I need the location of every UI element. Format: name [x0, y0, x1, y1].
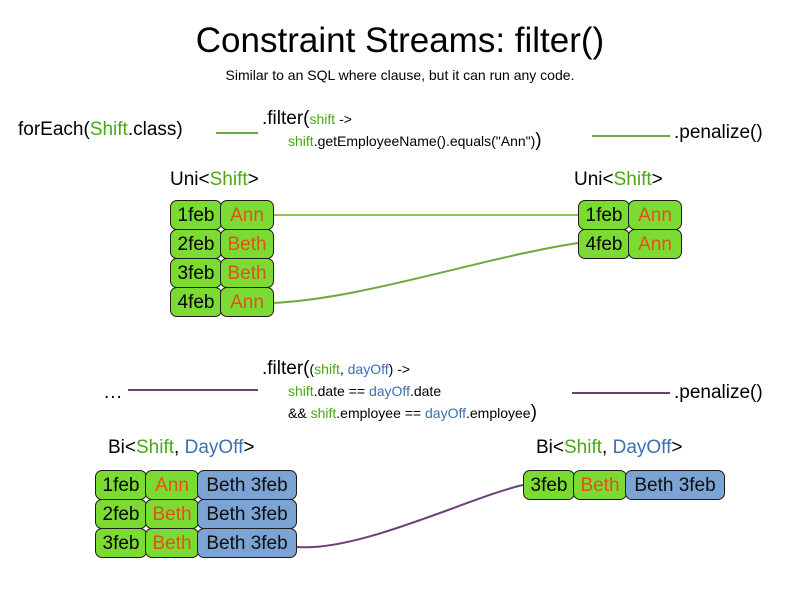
cell-date: 2feb [95, 499, 147, 529]
stream-header-bi-left: Bi<Shift, DayOff> [108, 436, 254, 459]
bi-right-type1: Shift [564, 437, 603, 458]
filter-bi-l2-end: .date [409, 383, 442, 399]
bi-right-prefix: Bi< [536, 437, 564, 458]
uni-right-suffix: > [651, 169, 663, 190]
filter-uni-line2: shift.getEmployeeName().equals("Ann")) [262, 130, 542, 152]
foreach-prefix: forEach( [18, 119, 90, 140]
cell-date: 3feb [170, 258, 222, 288]
filter-bi-l2-mid: .date == [313, 383, 369, 399]
cell-name: Ann [220, 287, 274, 317]
filter-uni-param: shift [309, 111, 336, 127]
bi-left-type1: Shift [136, 437, 175, 458]
filter-bi-l3-end: .employee [466, 405, 531, 421]
page-title: Constraint Streams: filter() [195, 21, 605, 60]
filter-uni-line1: .filter(shift -> [262, 108, 542, 130]
bi-right-suffix: > [671, 437, 683, 458]
foreach-suffix: .class) [127, 119, 183, 140]
filter-expression-bi: .filter((shift, dayOff) -> shift.date ==… [262, 358, 537, 424]
connector-uni-row4 [269, 242, 579, 304]
cell-date: 2feb [170, 229, 222, 259]
filter-bi-l3-mid: .employee == [336, 405, 425, 421]
filter-uni-body-var: shift [288, 133, 314, 149]
cell-dayoff: Beth 3feb [625, 470, 725, 500]
filter-bi-close-paren: ) [388, 361, 394, 377]
table-row[interactable]: 4feb Ann [578, 229, 682, 259]
fact-table-bi-right: 3feb Beth Beth 3feb [523, 470, 725, 500]
bi-right-sep: , [602, 437, 613, 458]
fact-table-bi-left: 1feb Ann Beth 3feb 2feb Beth Beth 3feb 3… [95, 470, 297, 558]
uni-right-prefix: Uni< [574, 169, 614, 190]
filter-bi-line2: shift.date == dayOff.date [262, 380, 537, 402]
bi-right-type2: DayOff [612, 437, 672, 458]
filter-uni-arrow: -> [335, 111, 352, 127]
cell-dayoff: Beth 3feb [197, 470, 297, 500]
filter-bi-arrow: -> [393, 361, 411, 377]
filter-bi-line3: && shift.employee == dayOff.employee) [262, 402, 537, 424]
cell-dayoff: Beth 3feb [197, 528, 297, 558]
cell-date: 3feb [523, 470, 575, 500]
cell-name: Beth [220, 258, 274, 288]
uni-left-prefix: Uni< [170, 169, 210, 190]
foreach-type: Shift [89, 119, 128, 140]
filter-bi-head: .filter( [262, 358, 310, 379]
filter-bi-line1: .filter((shift, dayOff) -> [262, 358, 537, 380]
bi-left-prefix: Bi< [108, 437, 136, 458]
cell-name: Ann [628, 200, 682, 230]
table-row[interactable]: 3feb Beth Beth 3feb [95, 528, 297, 558]
filter-bi-l3-var2: dayOff [425, 405, 466, 421]
page-subtitle: Similar to an SQL where clause, but it c… [225, 67, 575, 83]
uni-left-type: Shift [209, 169, 248, 190]
stream-header-uni-left: Uni<Shift> [170, 168, 259, 191]
cell-date: 4feb [170, 287, 222, 317]
filter-bi-param2: dayOff [347, 361, 389, 377]
cell-name: Ann [220, 200, 274, 230]
filter-bi-param1: shift [314, 361, 340, 377]
cell-name: Ann [628, 229, 682, 259]
table-row[interactable]: 2feb Beth Beth 3feb [95, 499, 297, 529]
penalize-bi: .penalize() [674, 382, 763, 403]
cell-date: 1feb [578, 200, 630, 230]
filter-uni-close: ) [535, 130, 542, 151]
table-row[interactable]: 1feb Ann Beth 3feb [95, 470, 297, 500]
cell-name: Beth [145, 499, 199, 529]
filter-bi-l2-var2: dayOff [368, 383, 410, 399]
filter-bi-param-sep: , [339, 361, 348, 377]
filter-bi-l2-var1: shift [288, 383, 314, 399]
bi-left-type2: DayOff [184, 437, 244, 458]
table-row[interactable]: 2feb Beth [170, 229, 274, 259]
cell-date: 1feb [95, 470, 147, 500]
filter-uni-body-expr: .getEmployeeName().equals("Ann") [313, 133, 536, 149]
foreach-expression: forEach(Shift.class) [18, 118, 183, 142]
ellipsis-source: ... [104, 382, 123, 403]
uni-left-suffix: > [247, 169, 259, 190]
cell-name: Ann [145, 470, 199, 500]
cell-date: 3feb [95, 528, 147, 558]
filter-expression-uni: .filter(shift -> shift.getEmployeeName()… [262, 108, 542, 152]
cell-date: 4feb [578, 229, 630, 259]
cell-name: Beth [145, 528, 199, 558]
uni-right-type: Shift [613, 169, 652, 190]
bi-left-suffix: > [243, 437, 255, 458]
penalize-uni: .penalize() [674, 122, 763, 143]
table-row[interactable]: 3feb Beth Beth 3feb [523, 470, 725, 500]
cell-name: Beth [573, 470, 627, 500]
fact-table-uni-left: 1feb Ann 2feb Beth 3feb Beth 4feb Ann [170, 200, 274, 317]
connector-bi-row3 [296, 484, 524, 549]
filter-bi-l3-pre: && [288, 405, 311, 421]
filter-bi-open-paren: ( [309, 361, 315, 377]
table-row[interactable]: 1feb Ann [170, 200, 274, 230]
table-row[interactable]: 4feb Ann [170, 287, 274, 317]
table-row[interactable]: 1feb Ann [578, 200, 682, 230]
fact-table-uni-right: 1feb Ann 4feb Ann [578, 200, 682, 259]
cell-date: 1feb [170, 200, 222, 230]
filter-bi-l3-var1: shift [310, 405, 337, 421]
stream-header-bi-right: Bi<Shift, DayOff> [536, 436, 682, 459]
stream-header-uni-right: Uni<Shift> [574, 168, 663, 191]
cell-name: Beth [220, 229, 274, 259]
filter-uni-head: .filter( [262, 108, 310, 129]
filter-bi-close: ) [530, 402, 537, 423]
table-row[interactable]: 3feb Beth [170, 258, 274, 288]
cell-dayoff: Beth 3feb [197, 499, 297, 529]
bi-left-sep: , [174, 437, 185, 458]
